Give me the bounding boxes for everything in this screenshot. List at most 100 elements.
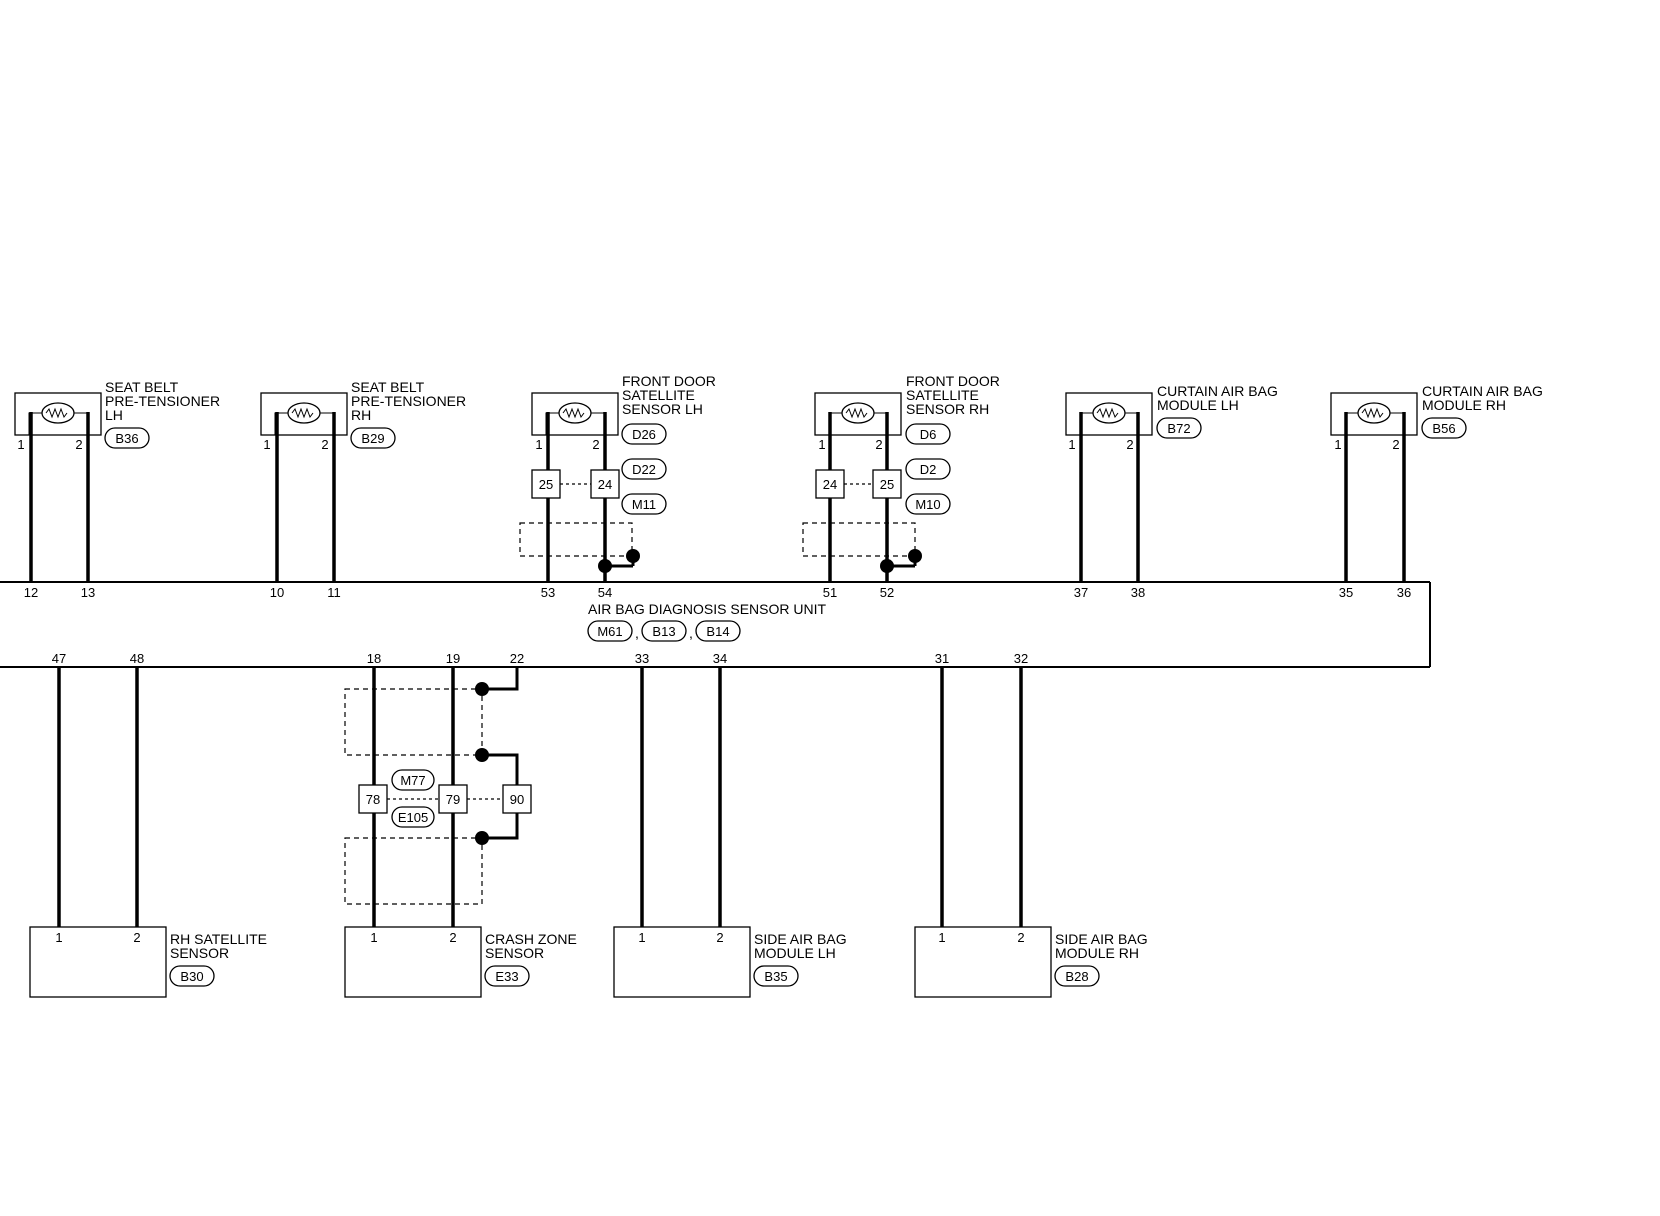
component-pin: 1 [638, 930, 645, 945]
joint-pin: 78 [366, 792, 380, 807]
svg-text:B13: B13 [652, 624, 675, 639]
joint-pin: 79 [446, 792, 460, 807]
connector-tag: M10 [915, 497, 940, 512]
component-pin: 1 [535, 437, 542, 452]
joint-pin: 24 [823, 477, 837, 492]
connector-tag: B56 [1432, 421, 1455, 436]
seat-belt-pretensioner-rh: 1 2 SEAT BELT PRE-TENSIONER RH B29 [260, 379, 466, 582]
component-name: RH [351, 407, 371, 423]
unit-pin: 52 [880, 585, 894, 600]
component-pin: 2 [449, 930, 456, 945]
connector-tag: B28 [1065, 969, 1088, 984]
component-pin: 2 [1017, 930, 1024, 945]
component-name: SEAT BELT [105, 379, 179, 395]
unit-pin: 53 [541, 585, 555, 600]
unit-pin: 12 [24, 585, 38, 600]
connector-tag: D22 [632, 462, 656, 477]
connector-tag: B29 [361, 431, 384, 446]
connector-tag: M11 [632, 497, 656, 512]
component-name: SENSOR [485, 945, 544, 961]
unit-pin: 34 [713, 651, 727, 666]
component-name: MODULE RH [1055, 945, 1139, 961]
crash-zone-sensor: 78 79 90 M77 E105 1 2 CRASH ZONE SENSOR … [344, 667, 577, 998]
component-pin: 1 [17, 437, 24, 452]
curtain-air-bag-module-lh: 1 2 CURTAIN AIR BAG MODULE LH B72 [1065, 383, 1278, 582]
component-name: CRASH ZONE [485, 931, 577, 947]
joint-pin: 25 [539, 477, 553, 492]
connector-tag: D2 [920, 462, 937, 477]
component-name: SIDE AIR BAG [754, 931, 847, 947]
component-pin: 2 [592, 437, 599, 452]
unit-connector-tag: M61 [587, 620, 633, 642]
unit-pin: 35 [1339, 585, 1353, 600]
component-pin: 1 [55, 930, 62, 945]
unit-pin: 18 [367, 651, 381, 666]
front-door-satellite-sensor-lh: 1 2 FRONT DOOR SATELLITE SENSOR LH D26 D… [519, 373, 716, 582]
front-door-satellite-sensor-rh: 1 2 FRONT DOOR SATELLITE SENSOR RH D6 D2… [802, 373, 1000, 582]
component-pin: 1 [1334, 437, 1341, 452]
component-pin: 1 [263, 437, 270, 452]
unit-pin: 54 [598, 585, 612, 600]
connector-tag: M77 [400, 773, 425, 788]
unit-pin: 47 [52, 651, 66, 666]
connector-tag: E33 [495, 969, 518, 984]
unit-pin: 33 [635, 651, 649, 666]
svg-text:B14: B14 [706, 624, 729, 639]
component-name: RH SATELLITE [170, 931, 267, 947]
component-name: LH [105, 407, 123, 423]
component-name: SIDE AIR BAG [1055, 931, 1148, 947]
connector-tag: D26 [632, 427, 656, 442]
svg-text:,: , [635, 625, 639, 641]
connector-tag: B36 [115, 431, 138, 446]
connector-tag: B35 [764, 969, 787, 984]
component-name: MODULE RH [1422, 397, 1506, 413]
component-pin: 2 [75, 437, 82, 452]
rh-satellite-sensor: 1 2 RH SATELLITE SENSOR B30 [29, 667, 267, 998]
unit-pin: 51 [823, 585, 837, 600]
connector-tag: B72 [1167, 421, 1190, 436]
unit-top-pins: 12 13 10 11 53 54 51 52 37 38 35 36 [24, 585, 1411, 600]
component-name: SATELLITE [906, 387, 979, 403]
side-air-bag-module-lh: 1 2 SIDE AIR BAG MODULE LH B35 [613, 667, 847, 998]
component-pin: 2 [1126, 437, 1133, 452]
joint-pin: 90 [510, 792, 524, 807]
unit-pin: 37 [1074, 585, 1088, 600]
component-pin: 1 [818, 437, 825, 452]
unit-pin: 19 [446, 651, 460, 666]
component-pin: 2 [321, 437, 328, 452]
unit-pin: 48 [130, 651, 144, 666]
component-pin: 1 [1068, 437, 1075, 452]
unit-bottom-pins: 47 48 18 19 22 33 34 31 32 [52, 651, 1028, 666]
unit-pin: 31 [935, 651, 949, 666]
unit-connector-tag: B14 [695, 620, 741, 642]
component-name: SATELLITE [622, 387, 695, 403]
unit-pin: 22 [510, 651, 524, 666]
component-name: SENSOR [170, 945, 229, 961]
component-name: PRE-TENSIONER [351, 393, 466, 409]
component-pin: 2 [716, 930, 723, 945]
unit-pin: 32 [1014, 651, 1028, 666]
component-pin: 2 [875, 437, 882, 452]
component-pin: 2 [133, 930, 140, 945]
unit-pin: 38 [1131, 585, 1145, 600]
unit-pin: 11 [327, 585, 341, 600]
component-name: CURTAIN AIR BAG [1422, 383, 1543, 399]
component-name: SEAT BELT [351, 379, 425, 395]
svg-text:,: , [689, 625, 693, 641]
component-name: PRE-TENSIONER [105, 393, 220, 409]
component-pin: 2 [1392, 437, 1399, 452]
side-air-bag-module-rh: 1 2 SIDE AIR BAG MODULE RH B28 [914, 667, 1148, 998]
component-name: MODULE LH [754, 945, 836, 961]
component-name: SENSOR LH [622, 401, 703, 417]
component-name: SENSOR RH [906, 401, 989, 417]
seat-belt-pretensioner-lh: 1 2 SEAT BELT PRE-TENSIONER LH B36 [14, 379, 220, 582]
connector-tag: E105 [398, 810, 428, 825]
component-name: MODULE LH [1157, 397, 1239, 413]
air-bag-diagnosis-sensor-unit: AIR BAG DIAGNOSIS SENSOR UNIT M61 , B13 … [0, 581, 1431, 668]
component-pin: 1 [370, 930, 377, 945]
unit-pin: 36 [1397, 585, 1411, 600]
unit-name: AIR BAG DIAGNOSIS SENSOR UNIT [588, 601, 826, 617]
component-name: CURTAIN AIR BAG [1157, 383, 1278, 399]
unit-pin: 13 [81, 585, 95, 600]
